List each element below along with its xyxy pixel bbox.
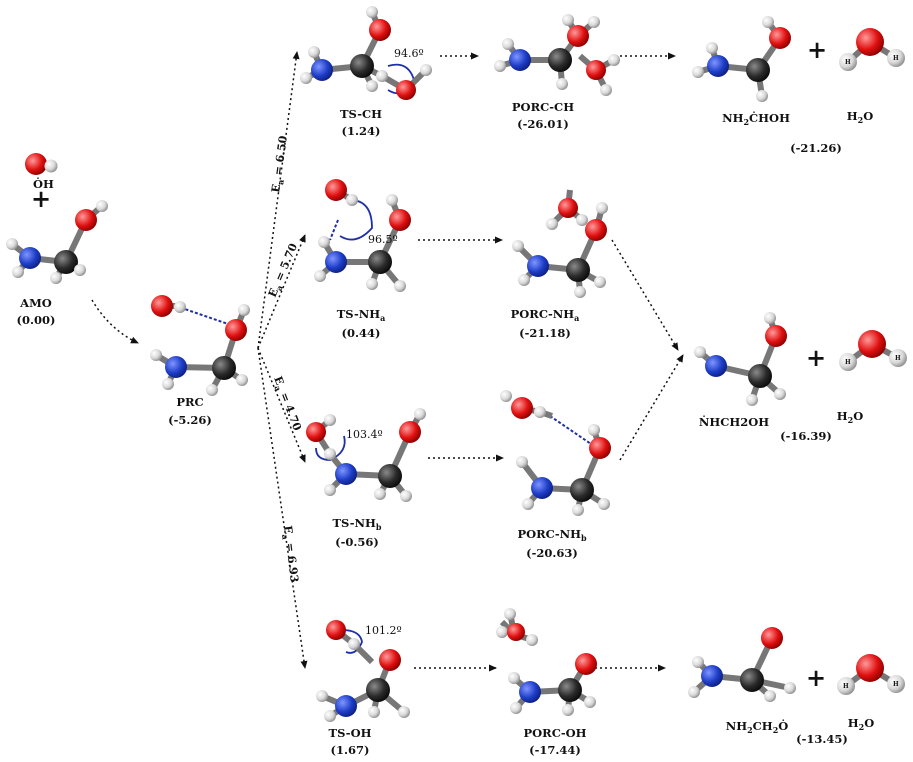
energy-amo: (0.00) <box>17 313 56 327</box>
arrow-prc-to-ts-ch <box>257 51 300 349</box>
label-oh-radical: ȮH <box>33 177 54 191</box>
label-water-top: H2O <box>847 109 873 125</box>
label-porc-oh: PORC-OH <box>523 726 586 740</box>
energy-prc: (-5.26) <box>168 413 212 427</box>
svg-text:H: H <box>845 59 851 66</box>
energy-porc-ch: (-26.01) <box>517 117 569 131</box>
plus-sign-bottom: + <box>806 663 826 692</box>
label-product-nhch2oh: ṄHCH2OH <box>699 415 769 429</box>
barrier-label-ch: Ea = 6.50 <box>269 135 292 194</box>
energy-porc-nha: (-21.18) <box>519 326 571 340</box>
label-ts-nhb: TS-NHb <box>332 516 381 532</box>
arrow-porc-nhb-to-prod-nh <box>619 354 684 461</box>
molecule-oh-radical <box>25 153 58 175</box>
label-water-middle: H2O <box>837 409 863 425</box>
molecule-amo <box>6 200 108 284</box>
barrier-label-nha: Ea = 5.70 <box>266 241 302 300</box>
molecule-prc <box>150 295 250 396</box>
label-amo: AMO <box>19 296 52 310</box>
energy-ts-oh: (1.67) <box>331 743 370 757</box>
angle-ts-ch: 94.6º <box>394 47 424 60</box>
label-ts-ch: TS-CH <box>340 107 382 121</box>
plus-sign-middle: + <box>806 343 826 372</box>
molecule-porc-ch <box>494 14 620 96</box>
arrow-prc-to-ts-nhb <box>257 347 306 463</box>
plus-sign-top: + <box>807 35 827 64</box>
angle-ts-nhb: 103.4º <box>346 428 383 441</box>
label-ts-nha: TS-NHa <box>337 307 386 323</box>
barrier-label-oh: Ea = 6.93 <box>279 525 301 584</box>
barrier-label-nhb: Ea = 4.70 <box>269 374 304 433</box>
molecule-product-nh2chohz <box>692 16 791 102</box>
molecule-porc-nhb <box>500 390 611 516</box>
molecule-porc-nha <box>512 189 608 298</box>
energy-product-nh2chohz: (-21.26) <box>790 141 842 155</box>
plus-sign-amo: + <box>31 184 51 213</box>
svg-text:H: H <box>845 359 851 366</box>
energy-ts-ch: (1.24) <box>342 124 381 138</box>
molecule-ts-oh <box>316 620 410 722</box>
arrow-amo-to-prc <box>91 299 139 344</box>
svg-text:H: H <box>895 355 901 362</box>
molecule-ts-ch <box>300 6 432 100</box>
label-product-nh2ch2o: NH2CH2Ȯ <box>726 719 789 735</box>
molecule-product-nh2ch2o <box>688 627 796 702</box>
energy-porc-nhb: (-20.63) <box>526 546 578 560</box>
label-ts-oh: TS-OH <box>329 726 372 740</box>
label-porc-nha: PORC-NHa <box>511 307 580 323</box>
water-molecule-middle: H H <box>839 330 907 371</box>
label-prc: PRC <box>176 395 203 409</box>
energy-porc-oh: (-17.44) <box>529 743 581 757</box>
energy-product-nhch2oh: (-16.39) <box>780 429 832 443</box>
molecule-ts-nha <box>314 179 411 292</box>
water-molecule-top: H H <box>839 28 905 71</box>
energy-product-nh2ch2o: (-13.45) <box>796 732 848 746</box>
molecule-product-nhch2oh <box>694 312 787 406</box>
svg-text:H: H <box>843 683 849 690</box>
water-molecule-bottom: H H <box>837 654 905 695</box>
arrow-porc-nha-to-prod-nh <box>611 239 679 351</box>
angle-ts-nha: 96.5º <box>368 233 398 246</box>
label-porc-nhb: PORC-NHb <box>517 527 587 543</box>
label-porc-ch: PORC-CH <box>512 100 574 114</box>
arrow-prc-to-ts-oh <box>257 347 308 669</box>
svg-text:H: H <box>893 681 899 688</box>
molecule-ts-nhb <box>306 408 426 502</box>
label-product-nh2chohz: NH2ĊHOH <box>722 111 790 127</box>
pathway-arrows <box>91 51 684 672</box>
energy-ts-nha: (0.44) <box>342 326 381 340</box>
arrow-prc-to-ts-nha <box>257 234 306 349</box>
svg-text:H: H <box>893 55 899 62</box>
label-water-bottom: H2O <box>848 716 874 732</box>
energy-ts-nhb: (-0.56) <box>335 535 379 549</box>
molecule-porc-oh <box>496 608 597 716</box>
angle-ts-oh: 101.2º <box>365 624 402 637</box>
